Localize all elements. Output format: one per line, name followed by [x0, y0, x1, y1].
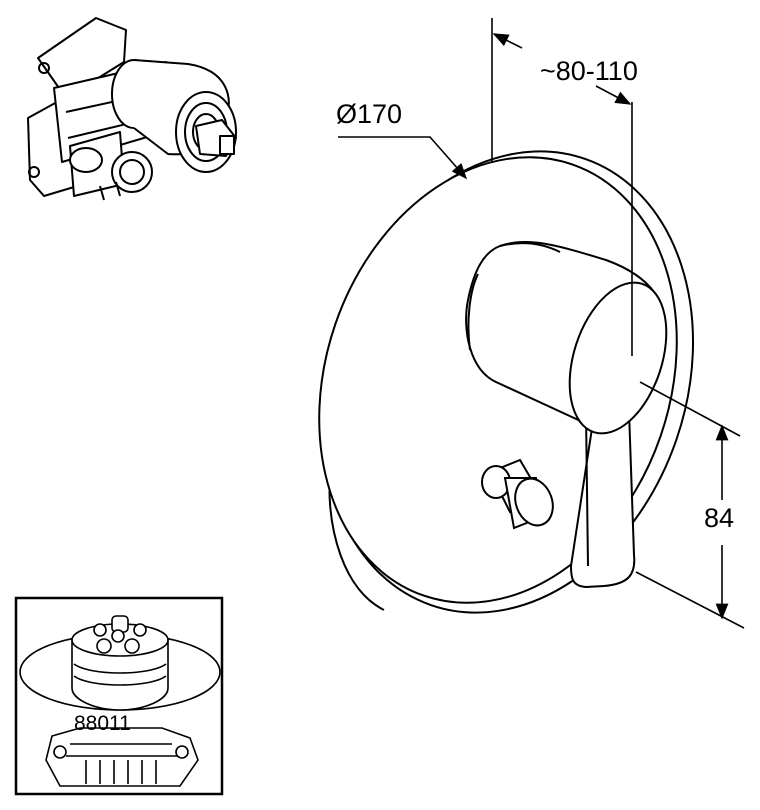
diameter-leader — [338, 136, 468, 180]
projection-arrow-right — [595, 85, 632, 105]
inset-box — [14, 596, 224, 796]
valve-body-illustration — [27, 17, 237, 201]
lever-handle — [465, 240, 668, 588]
dimension-lines — [338, 18, 745, 629]
projection-dimension-label: ~80-110 — [540, 56, 638, 86]
projection-arrow-left — [492, 33, 523, 49]
height-dimension-label: 84 — [704, 503, 735, 533]
diameter-dimension-label: Ø170 — [336, 99, 403, 129]
inset-part-number: 88011 — [74, 712, 131, 735]
diverter-knob — [481, 458, 554, 530]
